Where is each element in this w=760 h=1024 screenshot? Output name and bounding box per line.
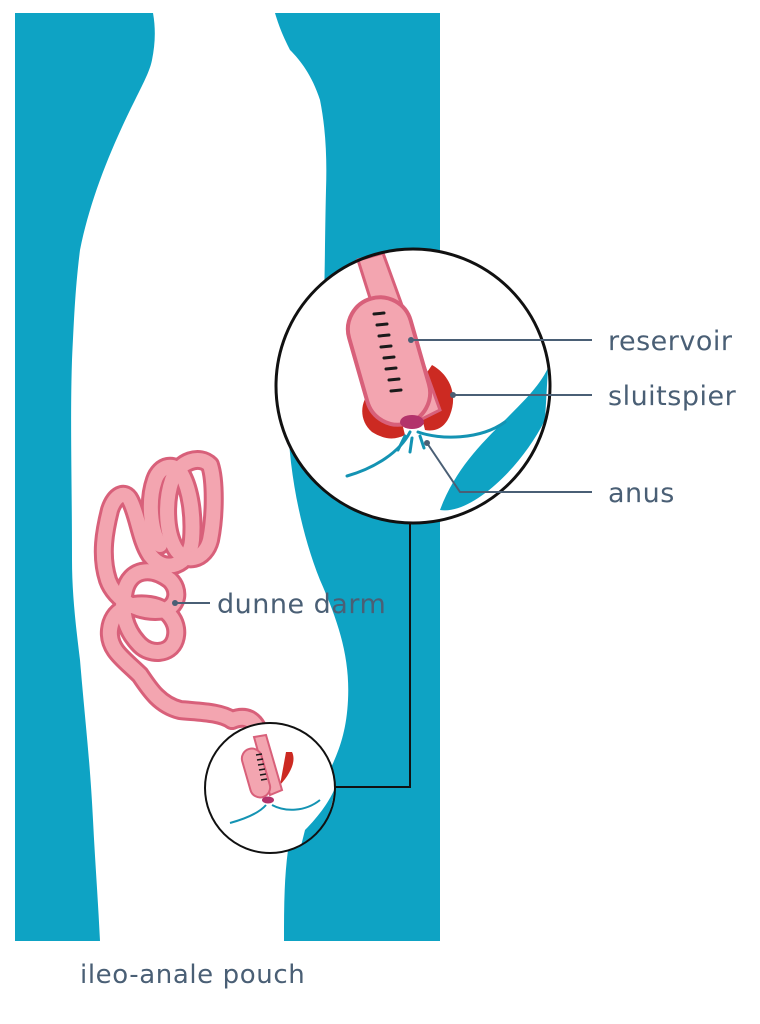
label-sluitspier: sluitspier xyxy=(608,381,737,412)
anus-dot xyxy=(424,440,430,446)
sluitspier-dot xyxy=(450,392,456,398)
diagram-caption: ileo-anale pouch xyxy=(80,960,305,990)
leader-lines xyxy=(175,339,592,604)
pouch-detail-small xyxy=(204,722,336,854)
stitches xyxy=(372,311,403,393)
label-dunne-darm: dunne darm xyxy=(217,589,386,620)
anus-leader xyxy=(426,442,592,493)
magnifier-connector xyxy=(335,522,411,788)
reservoir-dot xyxy=(408,337,414,343)
anus-opening xyxy=(400,415,424,429)
skin-lines xyxy=(345,420,507,478)
label-reservoir: reservoir xyxy=(608,326,733,357)
dunne-darm-dot xyxy=(172,600,178,606)
pouch-detail-large xyxy=(274,247,552,525)
label-anus: anus xyxy=(608,478,675,509)
